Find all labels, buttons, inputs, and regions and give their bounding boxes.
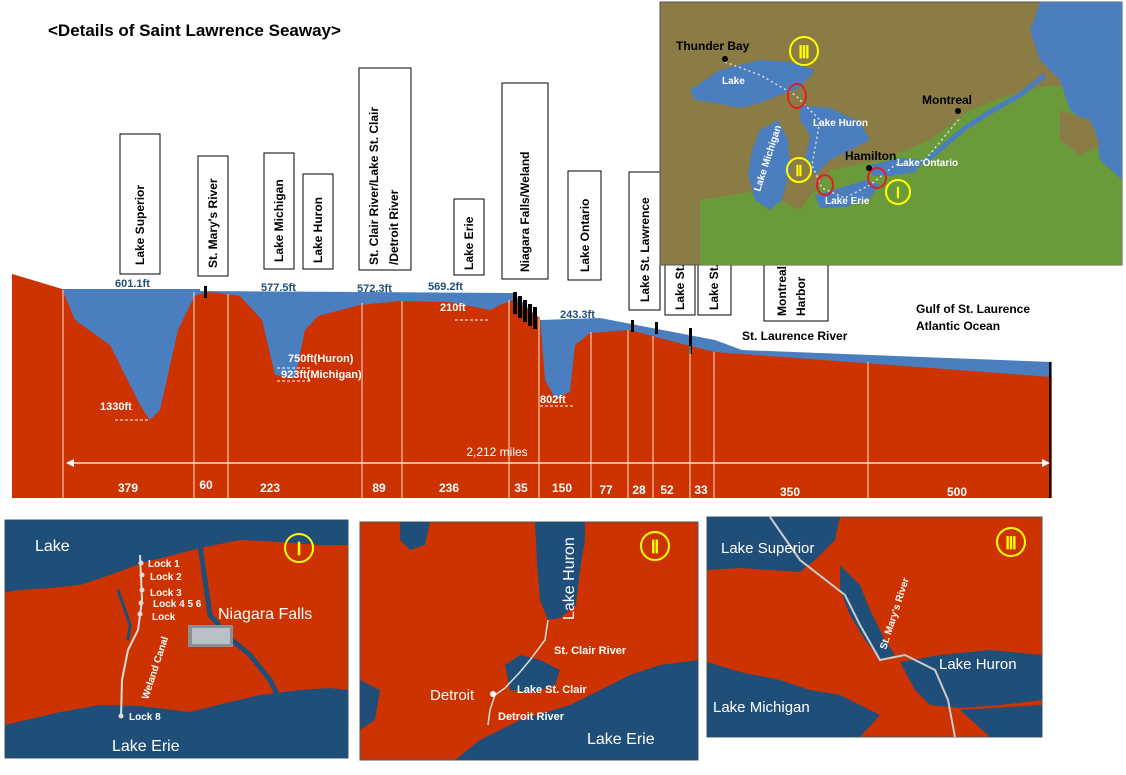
elevation-label: 569.2ft [428, 281, 463, 293]
lake-label: Lake Huron [813, 118, 868, 129]
overview-map: Thunder Bay Montreal Hamilton Lake Lake … [659, 1, 1123, 266]
segment-miles: 60 [199, 478, 213, 492]
lock-label: Lock 4 5 6 [153, 599, 202, 610]
inset-label: St. Clair River [554, 645, 627, 657]
station-label: Lake Huron [311, 197, 325, 263]
inset-label: Niagara Falls [218, 606, 312, 623]
segment-miles: 52 [660, 483, 674, 497]
elevation-label: 572.3ft [357, 283, 392, 295]
station-label: Lake Michigan [272, 179, 286, 262]
inset-label: Lake St. Clair [517, 684, 587, 696]
city-label: Thunder Bay [676, 39, 750, 53]
lock-label: Lock 2 [150, 572, 182, 583]
inset-label: Lake Michigan [713, 699, 810, 716]
region-marker: Ⅲ [1005, 534, 1017, 553]
segment-miles: 379 [118, 481, 138, 495]
lock-label: Lock 8 [129, 712, 161, 723]
inset-label: Detroit [430, 687, 475, 704]
inset-label: Lake Huron [561, 537, 578, 620]
city-label: Hamilton [845, 149, 896, 163]
inset-label: Lake Huron [939, 656, 1017, 673]
region-marker: Ⅱ [795, 163, 802, 180]
station-label: /Detroit River [387, 189, 401, 265]
depth-label: 802ft [540, 394, 566, 406]
inset-map-2: Lake Huron St. Clair River Lake St. Clai… [359, 521, 699, 761]
elevation-profile: 2,212 miles 601.1ft 577.5ft 572.3ft 569.… [12, 274, 1052, 499]
lock-label: Lock [152, 612, 176, 623]
elevation-label: 577.5ft [261, 282, 296, 294]
inset-label: Lake Superior [721, 540, 814, 557]
lock-label: Lock 1 [148, 559, 180, 570]
elevation-label: 601.1ft [115, 278, 150, 290]
total-length-arrow [66, 459, 1050, 467]
station-label: Lake St. Lawrence [638, 197, 652, 302]
inset-label: Detroit River [498, 711, 565, 723]
inset-map-1: Lock 1 Lock 2 Lock 3 Lock 4 5 6 Lock Loc… [4, 519, 349, 759]
region-marker: Ⅱ [651, 537, 660, 557]
depth-label: 1330ft [100, 401, 132, 413]
station-label: St. Mary's River [206, 178, 220, 268]
station-label: Lake Erie [462, 216, 476, 270]
segment-miles: 500 [947, 485, 967, 499]
station-label: Lake Ontario [578, 199, 592, 272]
segment-miles: 77 [599, 483, 613, 497]
region-marker: Ⅰ [896, 185, 900, 202]
station-label: Niagara Falls/Weland [518, 152, 532, 273]
elevation-label: 243.3ft [560, 309, 595, 321]
segment-miles: 33 [694, 483, 708, 497]
segment-miles: 89 [372, 481, 386, 495]
segment-miles: 350 [780, 485, 800, 499]
segment-dividers [62, 290, 869, 498]
lake-label: Lake Ontario [897, 158, 958, 169]
lake-label: Lake [722, 76, 745, 87]
segment-miles: 35 [514, 481, 528, 495]
depth-label: 210ft [440, 302, 466, 314]
station-label: Montreal [775, 266, 789, 316]
segment-miles: 150 [552, 481, 572, 495]
station-label: Lake Superior [133, 185, 147, 265]
gulf-label: Atlantic Ocean [916, 319, 1000, 333]
inset-label: Lake [35, 538, 70, 555]
profile-land [12, 274, 1052, 498]
lock-label: Lock 3 [150, 588, 182, 599]
depth-label: 923ft(Michigan) [281, 369, 362, 381]
segment-miles: 223 [260, 481, 280, 495]
river-label: St. Laurence River [742, 329, 848, 343]
inset-label: Lake Erie [587, 731, 655, 748]
lake-label: Lake Erie [825, 196, 870, 207]
total-length-label: 2,212 miles [466, 445, 527, 459]
inset-map-3: Lake Superior St. Mary's River Lake Huro… [706, 516, 1043, 738]
lock-steps [204, 286, 692, 354]
segment-miles: 28 [632, 483, 646, 497]
city-label: Montreal [922, 93, 972, 107]
inset-label: Lake Erie [112, 738, 180, 755]
segment-miles: 236 [439, 481, 459, 495]
station-label: St. Clair River/Lake St. Clair [367, 107, 381, 265]
station-label: Harbor [794, 276, 808, 316]
gulf-label: Gulf of St. Laurence [916, 302, 1030, 316]
depth-label: 750ft(Huron) [288, 353, 354, 365]
region-marker: Ⅰ [296, 539, 301, 559]
region-marker: Ⅲ [798, 43, 810, 62]
diagram-title: <Details of Saint Lawrence Seaway> [48, 21, 341, 40]
